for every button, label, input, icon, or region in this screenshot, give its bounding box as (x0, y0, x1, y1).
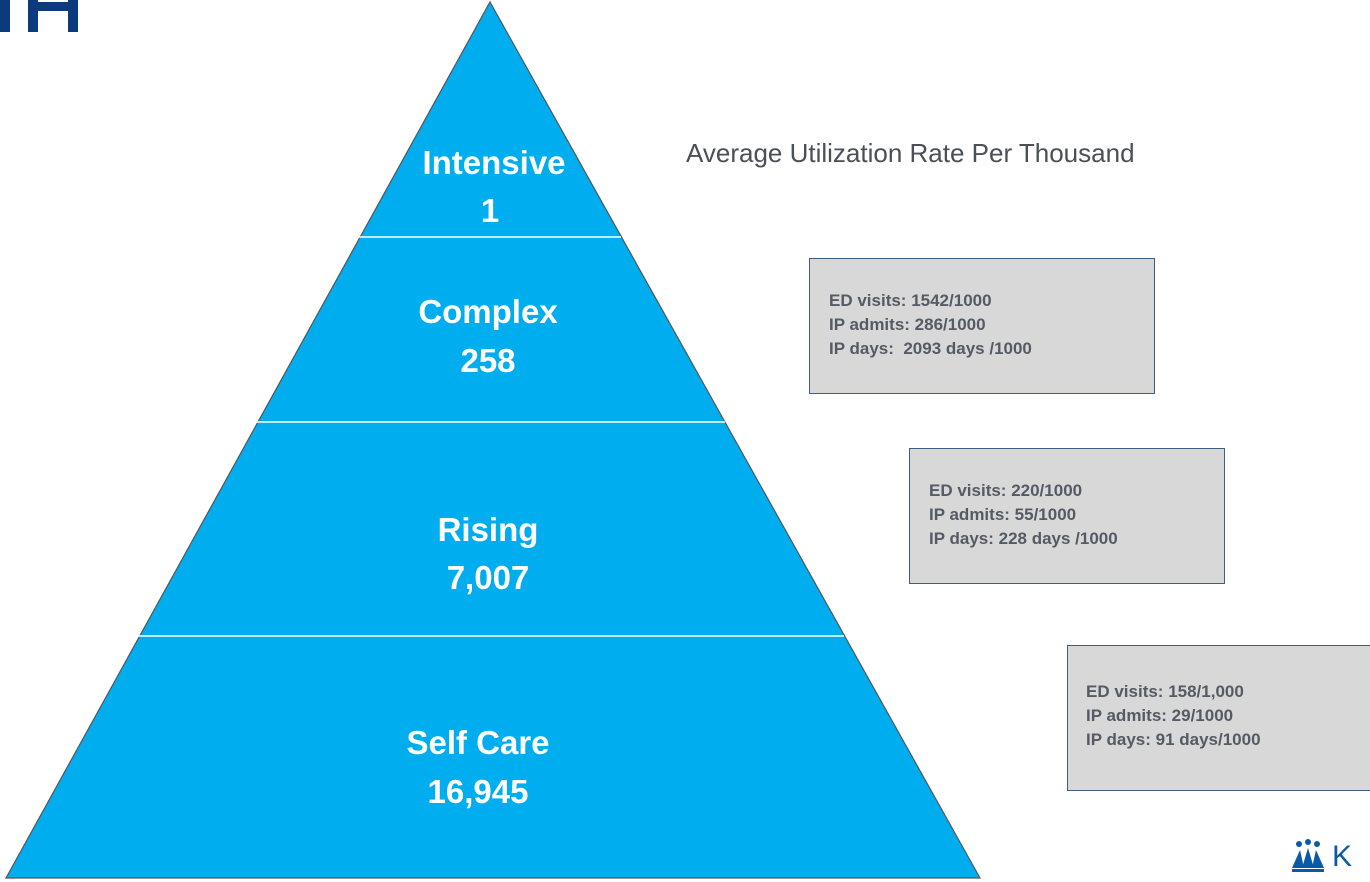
pyramid-shape (4, 0, 982, 879)
ed-visits-stat: ED visits: 158/1,000 (1086, 682, 1244, 701)
utilization-heading: Average Utilization Rate Per Thousand (686, 138, 1135, 168)
tier-name: Rising (438, 511, 539, 548)
corner-logo (0, 0, 90, 32)
tier-self-care[interactable]: Self Care 16,945 (406, 724, 549, 810)
tier-name: Complex (418, 293, 558, 330)
population-pyramid: Intensive 1 Complex 258 Rising 7,007 Sel… (4, 0, 982, 879)
ip-admits-stat: IP admits: 55/1000 (929, 505, 1077, 524)
tier-name: Intensive (422, 144, 565, 181)
tier-count: 7,007 (447, 559, 530, 596)
ip-days-stat: IP days: 228 days /1000 (929, 529, 1118, 548)
tier-rising[interactable]: Rising 7,007 (438, 511, 539, 596)
complex-stats-box: ED visits: 1542/1000 IP admits: 286/1000… (809, 258, 1155, 394)
brand-letter: K (1332, 840, 1353, 873)
ed-visits-stat: ED visits: 220/1000 (929, 481, 1083, 500)
tier-name: Self Care (406, 724, 549, 761)
ip-days-stat: IP days: 91 days/1000 (1086, 730, 1261, 749)
ip-admits-stat: IP admits: 29/1000 (1086, 706, 1234, 725)
kaiser-people-icon (1292, 839, 1324, 872)
brand-logo: K (1290, 838, 1370, 878)
ed-visits-stat: ED visits: 1542/1000 (829, 291, 992, 310)
tier-count: 16,945 (428, 773, 529, 810)
tier-intensive[interactable]: Intensive 1 (422, 144, 565, 229)
tier-count: 1 (481, 192, 499, 229)
ip-admits-stat: IP admits: 286/1000 (829, 315, 986, 334)
self-care-stats-box: ED visits: 158/1,000 IP admits: 29/1000 … (1067, 645, 1370, 791)
rising-stats-box: ED visits: 220/1000 IP admits: 55/1000 I… (909, 448, 1225, 584)
tier-count: 258 (460, 342, 515, 379)
ip-days-stat: IP days: 2093 days /1000 (829, 339, 1032, 358)
tier-complex[interactable]: Complex 258 (418, 293, 558, 379)
